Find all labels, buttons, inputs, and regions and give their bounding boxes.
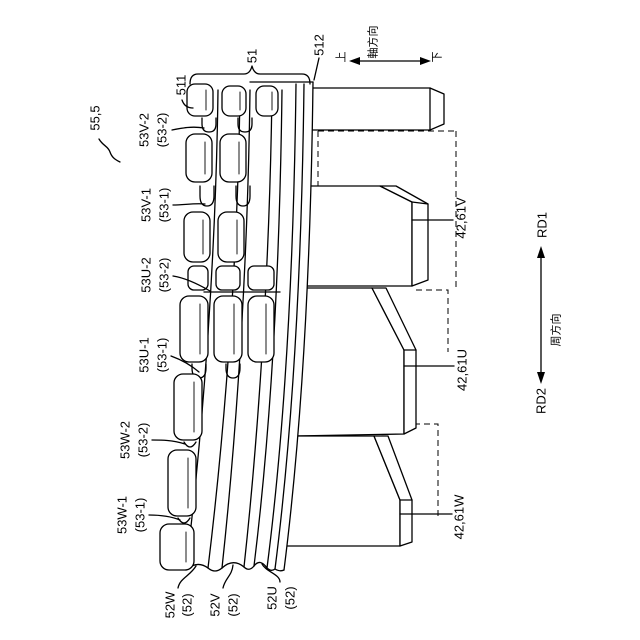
protrusion-row-53u-1 xyxy=(180,296,274,362)
tooth-face xyxy=(300,88,444,130)
leader-line-53v-2 xyxy=(172,127,204,130)
strip-ref-label: 52U xyxy=(265,586,280,610)
leader-line-512 xyxy=(314,58,319,80)
arrowhead-up xyxy=(349,57,360,65)
coil-protrusion xyxy=(174,374,202,440)
ref-label-511: 511 xyxy=(174,75,189,96)
coil-protrusion xyxy=(248,266,274,290)
tooth-ref-label: 42,61V xyxy=(454,197,469,239)
bracket-51 xyxy=(190,66,310,84)
arrowhead-down xyxy=(420,57,431,65)
axial-down-label: 下 xyxy=(431,52,444,63)
strip-group-label: (52) xyxy=(283,586,298,609)
coil-protrusion xyxy=(248,296,274,362)
tooth-face xyxy=(300,186,412,286)
leader-line-53w-2 xyxy=(152,440,185,444)
strip-ref-label: 52V xyxy=(208,593,223,616)
ref-label-51: 51 xyxy=(245,49,260,63)
coil-protrusion xyxy=(160,524,194,570)
arrowhead-rd1 xyxy=(537,246,545,258)
protrusion-ref-label: 53U-1 xyxy=(137,337,152,372)
protrusion-group-label: (53-2) xyxy=(136,423,151,458)
strip-group-label: (52) xyxy=(226,593,241,616)
protrusion-group-label: (53-1) xyxy=(157,188,172,223)
strip-group-label: (52) xyxy=(180,593,195,616)
coil-protrusion xyxy=(256,86,278,116)
coil-protrusion xyxy=(214,296,242,362)
strip-ref-label: 52W xyxy=(163,591,178,618)
coil-protrusion xyxy=(186,134,212,182)
protrusion-group-label: (53-1) xyxy=(133,498,148,533)
protrusion-ref-label: 53U-2 xyxy=(139,257,154,292)
protrusion-row-511 xyxy=(187,84,278,116)
leader-line-55-5 xyxy=(99,139,120,162)
coil-protrusion xyxy=(216,266,240,290)
protrusion-group-label: (53-2) xyxy=(155,113,170,148)
protrusion-ref-label: 53W-2 xyxy=(118,421,133,459)
protrusion-ref-label: 53V-2 xyxy=(137,113,152,147)
rd2-label: RD2 xyxy=(534,388,549,414)
coil-protrusion xyxy=(180,296,208,362)
protrusion-group-label: (53-1) xyxy=(155,338,170,373)
tooth-61u xyxy=(294,288,416,436)
protrusion-bottom xyxy=(160,524,194,570)
hidden-line xyxy=(414,424,438,518)
protrusion-53w-1 xyxy=(168,450,196,516)
tooth-61v xyxy=(300,186,428,286)
coil-protrusion xyxy=(218,212,244,262)
tooth-61w xyxy=(284,436,412,546)
tooth-ref-label: 42,61U xyxy=(455,349,470,391)
tooth-top xyxy=(300,88,444,130)
ref-label-55-5: 55,5 xyxy=(88,105,103,130)
coil-protrusion xyxy=(184,212,210,262)
axial-direction-label: 軸方向 xyxy=(366,26,380,59)
axial-up-label: 上 xyxy=(335,52,348,63)
circumferential-direction-arrow xyxy=(537,246,545,384)
coil-protrusion xyxy=(188,266,208,290)
circumferential-direction-label: 周方向 xyxy=(549,314,563,347)
coil-protrusion xyxy=(220,134,246,182)
coil-protrusion xyxy=(168,450,196,516)
protrusion-53w-2 xyxy=(174,374,202,440)
arrowhead-rd2 xyxy=(537,372,545,384)
protrusion-ref-label: 53W-1 xyxy=(115,496,130,534)
axial-direction-arrow xyxy=(349,57,431,65)
ref-label-512: 512 xyxy=(312,34,327,56)
tooth-ref-label: 42,61W xyxy=(452,494,467,540)
rd1-label: RD1 xyxy=(535,212,550,238)
protrusion-group-label: (53-2) xyxy=(157,258,172,293)
leader-line-53v-1 xyxy=(173,204,205,205)
protrusion-ref-label: 53V-1 xyxy=(139,188,154,222)
coil-protrusion xyxy=(187,84,213,116)
protrusion-row-53u-2 xyxy=(188,266,280,292)
coil-assembly xyxy=(160,66,313,572)
coil-protrusion xyxy=(222,86,246,116)
hidden-line xyxy=(416,290,448,352)
